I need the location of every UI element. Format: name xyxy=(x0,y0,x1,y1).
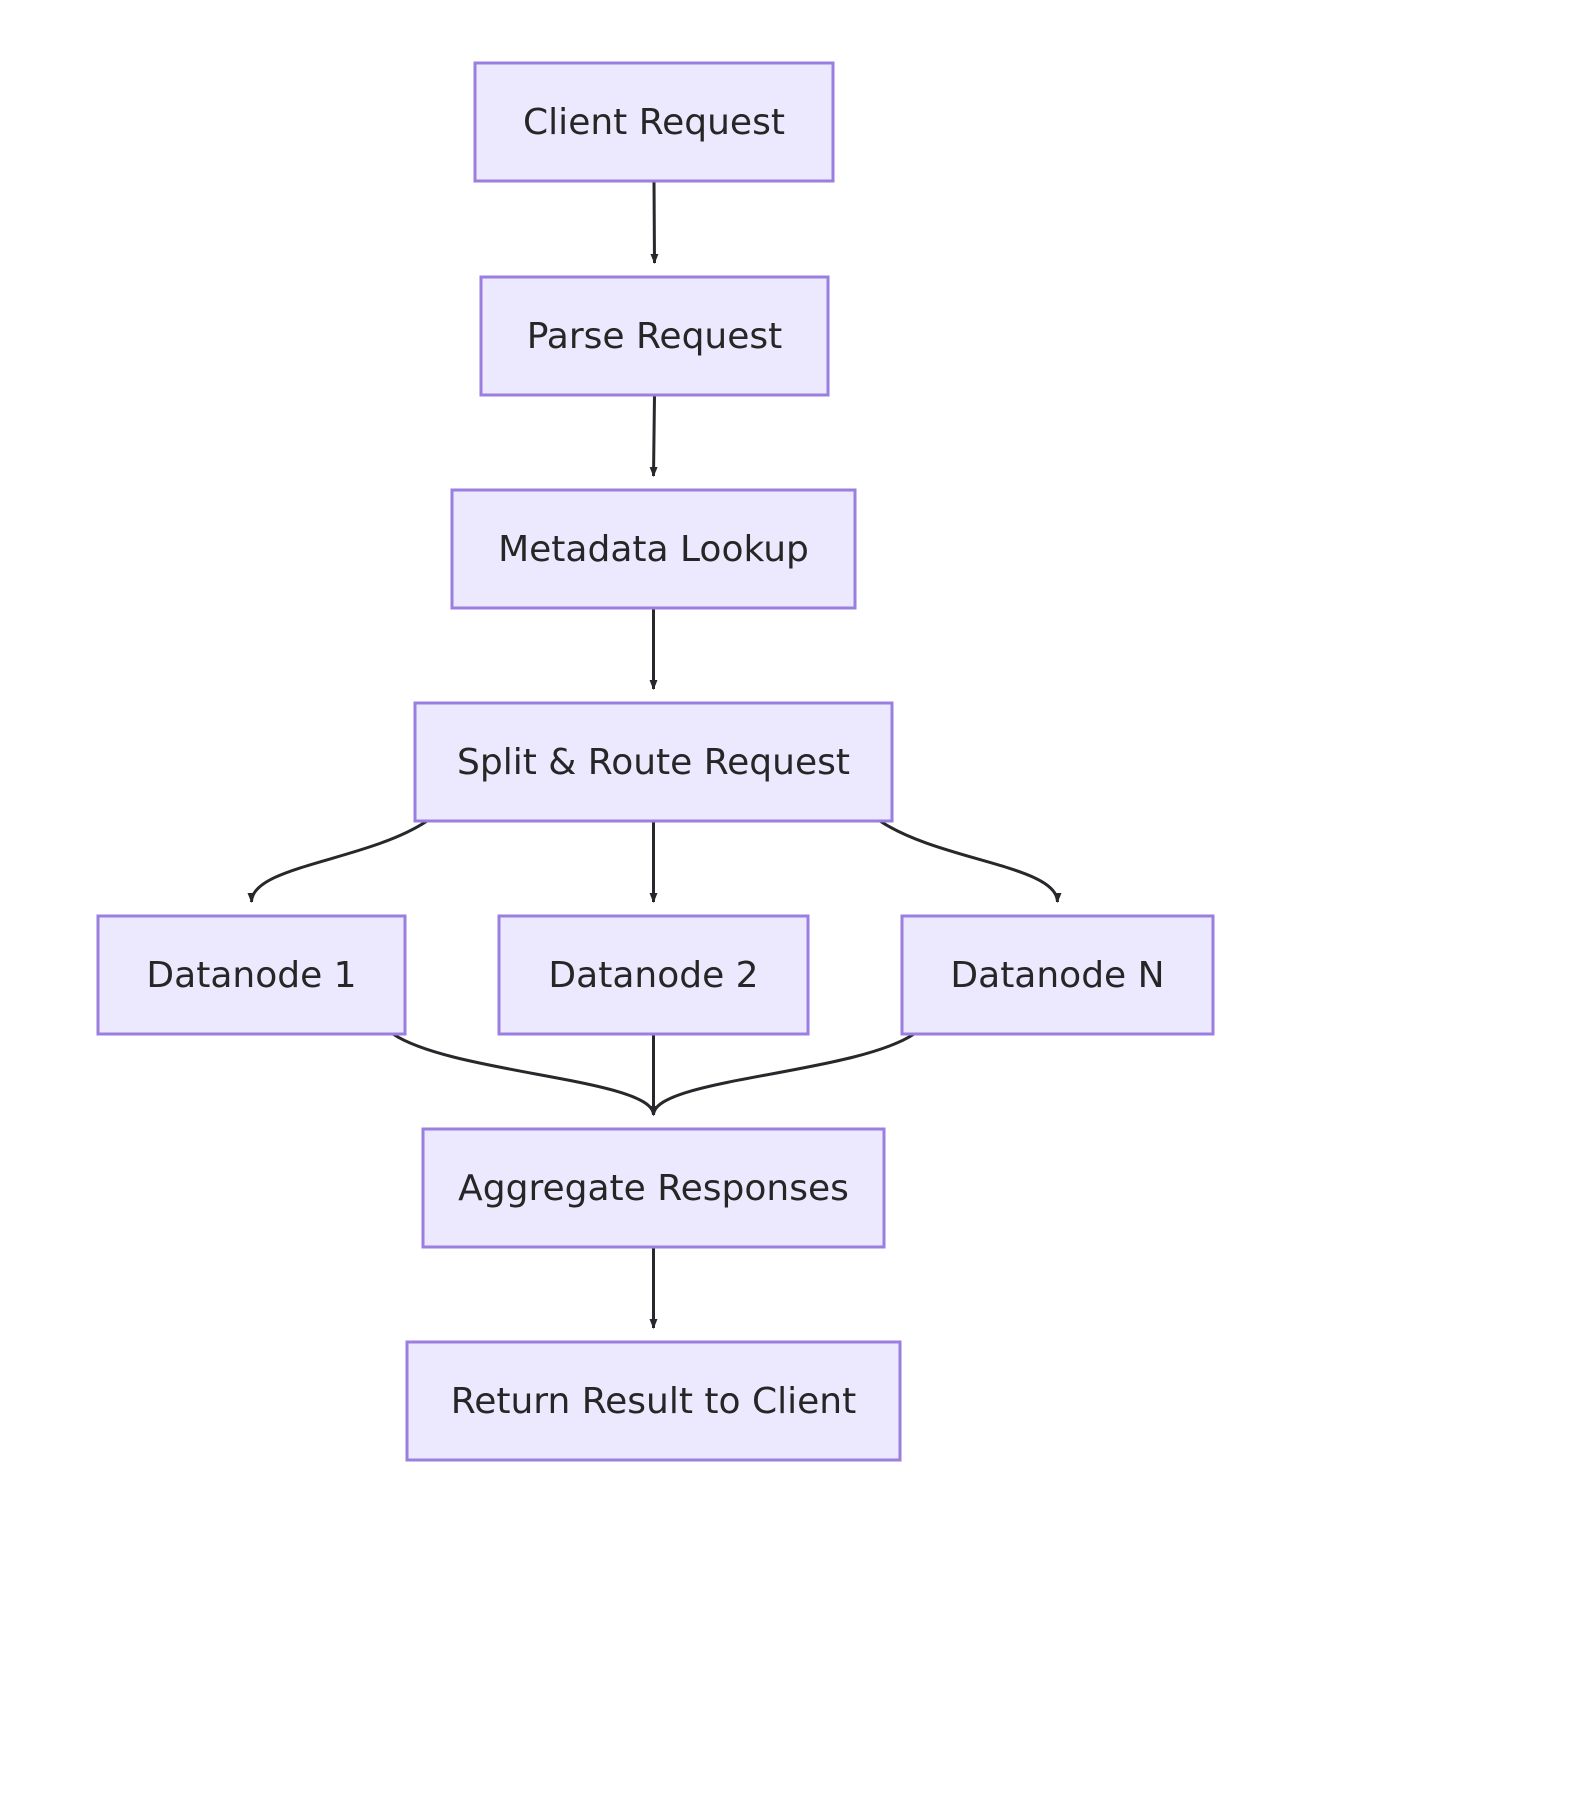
node-label-datanode_1: Datanode 1 xyxy=(146,955,356,996)
node-datanode_1[interactable]: Datanode 1 xyxy=(96,914,407,1036)
node-label-return_result: Return Result to Client xyxy=(451,1381,856,1422)
node-box-datanode_n[interactable] xyxy=(900,914,1215,1036)
node-box-datanode_2[interactable] xyxy=(497,914,810,1036)
edge-parse-metadata xyxy=(649,394,658,477)
edge-datanoden-aggregate xyxy=(649,1032,915,1116)
node-label-parse_request: Parse Request xyxy=(527,316,783,357)
node-label-metadata_lookup: Metadata Lookup xyxy=(498,529,809,570)
node-aggregate_responses[interactable]: Aggregate Responses xyxy=(421,1127,886,1249)
edge-client-parse xyxy=(650,180,659,264)
node-box-datanode_1[interactable] xyxy=(96,914,407,1036)
node-client_request[interactable]: Client Request xyxy=(473,61,835,183)
node-box-aggregate_responses[interactable] xyxy=(421,1127,886,1249)
node-box-return_result[interactable] xyxy=(405,1340,902,1462)
node-metadata_lookup[interactable]: Metadata Lookup xyxy=(450,488,857,610)
node-box-metadata_lookup[interactable] xyxy=(450,488,857,610)
edge-split-datanode1 xyxy=(247,819,428,903)
node-datanode_2[interactable]: Datanode 2 xyxy=(497,914,810,1036)
node-label-datanode_2: Datanode 2 xyxy=(548,955,758,996)
node-label-aggregate_responses: Aggregate Responses xyxy=(458,1168,849,1209)
node-label-split_route_request: Split & Route Request xyxy=(457,742,850,783)
node-box-parse_request[interactable] xyxy=(479,275,830,397)
edge-datanode1-aggregate xyxy=(392,1032,658,1116)
node-split_route_request[interactable]: Split & Route Request xyxy=(413,701,894,823)
node-parse_request[interactable]: Parse Request xyxy=(479,275,830,397)
node-box-client_request[interactable] xyxy=(473,61,835,183)
node-return_result[interactable]: Return Result to Client xyxy=(405,1340,902,1462)
node-datanode_n[interactable]: Datanode N xyxy=(900,914,1215,1036)
edge-split-datanoden xyxy=(879,819,1062,903)
node-label-client_request: Client Request xyxy=(523,102,785,143)
edges-layer xyxy=(247,180,1062,1329)
node-label-datanode_n: Datanode N xyxy=(950,955,1164,996)
node-box-split_route_request[interactable] xyxy=(413,701,894,823)
